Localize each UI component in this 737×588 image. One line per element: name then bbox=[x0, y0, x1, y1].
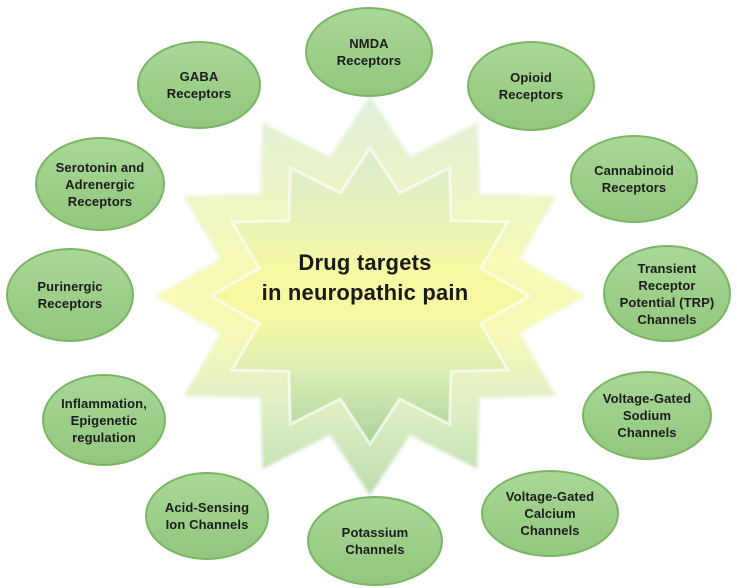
node-label: Voltage-Gated Calcium Channels bbox=[505, 489, 595, 538]
node-acid-sensing-ion-channels: Acid-Sensing Ion Channels bbox=[145, 472, 269, 560]
node-purinergic-receptors: Purinergic Receptors bbox=[6, 248, 134, 342]
node-opioid-receptors: Opioid Receptors bbox=[467, 41, 595, 131]
node-label: NMDA Receptors bbox=[336, 36, 402, 68]
node-potassium-channels: Potassium Channels bbox=[307, 496, 443, 586]
node-label: Transient Receptor Potential (TRP) Chann… bbox=[619, 260, 715, 327]
node-label: Inflammation, Epigenetic regulation bbox=[61, 395, 147, 445]
node-label: Purinergic Receptors bbox=[37, 279, 103, 311]
node-label: Opioid Receptors bbox=[498, 70, 564, 102]
diagram-title: Drug targets in neuropathic pain bbox=[261, 250, 469, 305]
node-label: Cannabinoid Receptors bbox=[594, 163, 674, 195]
node-nmda-receptors: NMDA Receptors bbox=[305, 7, 433, 97]
node-label: Potassium Channels bbox=[341, 525, 409, 557]
node-label: Acid-Sensing Ion Channels bbox=[164, 500, 250, 532]
node-voltage-gated-sodium-channels: Voltage-Gated Sodium Channels bbox=[582, 371, 712, 460]
node-voltage-gated-calcium-channels: Voltage-Gated Calcium Channels bbox=[481, 470, 619, 557]
node-serotonin-adrenergic-receptors: Serotonin and Adrenergic Receptors bbox=[35, 137, 165, 231]
node-inflammation-epigenetic-regulation: Inflammation, Epigenetic regulation bbox=[42, 374, 166, 466]
node-trp-channels: Transient Receptor Potential (TRP) Chann… bbox=[603, 245, 731, 342]
node-gaba-receptors: GABA Receptors bbox=[137, 41, 261, 129]
node-label: GABA Receptors bbox=[166, 69, 232, 101]
inner-star bbox=[207, 145, 533, 447]
node-label: Serotonin and Adrenergic Receptors bbox=[55, 159, 145, 209]
node-cannabinoid-receptors: Cannabinoid Receptors bbox=[570, 135, 698, 223]
node-label: Voltage-Gated Sodium Channels bbox=[602, 391, 692, 440]
